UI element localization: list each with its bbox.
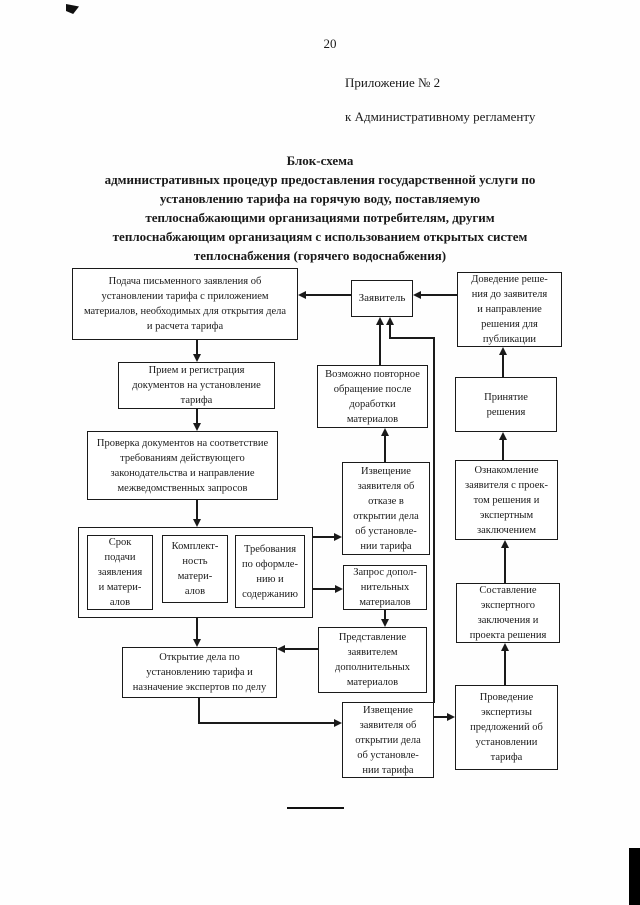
arrowhead-into-applicant-side bbox=[413, 291, 421, 299]
scan-bar-bottom-right bbox=[629, 848, 640, 905]
arrowhead-into-opening-notice bbox=[334, 719, 342, 727]
flow-box-case-opening: Открытие дела по установлению тарифа и н… bbox=[122, 647, 277, 698]
arrowhead-into-criteria bbox=[193, 519, 201, 527]
connector-conclusion-review bbox=[504, 547, 506, 583]
arrowhead-into-case-opening-right bbox=[277, 645, 285, 653]
flow-box-criteria-requirements: Требования по оформле- нию и содержанию bbox=[235, 535, 305, 608]
connector-channel-bend bbox=[390, 337, 435, 339]
annex-target-label: к Административному регламенту bbox=[345, 109, 536, 124]
flow-box-applicant: Заявитель bbox=[351, 280, 413, 317]
arrowhead-into-additional-request bbox=[335, 585, 343, 593]
diagram-title: Блок-схема административных процедур пре… bbox=[104, 153, 536, 263]
connector-delivery-applicant bbox=[420, 294, 457, 296]
flow-box-reception: Прием и регистрация документов на устано… bbox=[118, 362, 275, 409]
connector-reception-verification bbox=[196, 409, 198, 424]
footer-rule bbox=[287, 807, 344, 809]
flow-box-expertise: Проведение экспертизы предложений об уст… bbox=[455, 685, 558, 770]
connector-expertise-conclusion bbox=[504, 650, 506, 685]
connector-channel-top bbox=[389, 324, 391, 339]
flow-box-decision-adoption: Принятие решения bbox=[455, 377, 557, 432]
arrowhead-into-reception bbox=[193, 354, 201, 362]
connector-criteria-additional-request bbox=[313, 588, 337, 590]
flow-box-additional-submission: Представление заявителем дополнительных … bbox=[318, 627, 427, 693]
arrowhead-into-expertise bbox=[447, 713, 455, 721]
arrowhead-into-additional-submission bbox=[381, 619, 389, 627]
flow-box-criteria-group bbox=[78, 527, 313, 618]
connector-review-adoption bbox=[502, 439, 504, 460]
connector-verification-criteria bbox=[196, 500, 198, 520]
connector-case-opening-down bbox=[198, 698, 200, 724]
arrowhead-into-case-opening bbox=[193, 639, 201, 647]
scan-artifact-top-left bbox=[66, 4, 79, 14]
flow-box-additional-request: Запрос допол- нительных материалов bbox=[343, 565, 427, 610]
arrowhead-into-submission bbox=[298, 291, 306, 299]
flow-box-refusal-notice: Извещение заявителя об отказе в открытии… bbox=[342, 462, 430, 555]
flow-box-criteria-completeness: Комплект- ность матери- алов bbox=[162, 535, 228, 603]
connector-applicant-submission bbox=[306, 294, 351, 296]
connector-submission-reception bbox=[196, 340, 198, 355]
flow-box-repeat-application: Возможно повторное обращение после дораб… bbox=[317, 365, 428, 428]
arrowhead-into-applicant-left bbox=[376, 317, 384, 325]
arrowhead-into-applicant-right bbox=[386, 317, 394, 325]
connector-criteria-refusal-notice bbox=[313, 536, 336, 538]
connector-adoption-delivery bbox=[502, 354, 504, 377]
arrowhead-into-refusal-notice bbox=[334, 533, 342, 541]
arrowhead-into-repeat-application bbox=[381, 428, 389, 436]
flow-box-criteria-deadline: Срок подачи заявления и матери- алов bbox=[87, 535, 153, 610]
arrowhead-into-verification bbox=[193, 423, 201, 431]
connector-repeat-applicant bbox=[379, 324, 381, 365]
arrowhead-into-expert-conclusion bbox=[501, 643, 509, 651]
flow-box-review-draft: Ознакомление заявителя с проек- том реше… bbox=[455, 460, 558, 540]
page-number: 20 bbox=[323, 36, 337, 51]
arrowhead-into-decision-delivery bbox=[499, 347, 507, 355]
flow-box-verification: Проверка документов на соответствие треб… bbox=[87, 431, 278, 500]
arrowhead-into-review-draft bbox=[501, 540, 509, 548]
flow-box-expert-conclusion: Составление экспертного заключения и про… bbox=[456, 583, 560, 643]
flow-box-decision-delivery: Доведение реше- ния до заявителя и напра… bbox=[457, 272, 562, 347]
arrowhead-into-decision-adoption bbox=[499, 432, 507, 440]
connector-case-opening-opening-notice bbox=[198, 722, 336, 724]
flow-box-opening-notice: Извещение заявителя об открытии дела об … bbox=[342, 702, 434, 778]
annex-label: Приложение № 2 bbox=[345, 75, 441, 90]
connector-opening-notice-expertise bbox=[434, 716, 448, 718]
connector-opening-notice-channel bbox=[433, 337, 435, 703]
connector-refusal-repeat bbox=[384, 435, 386, 462]
connector-additional-submission-case-opening bbox=[284, 648, 318, 650]
connector-criteria-case-opening bbox=[196, 618, 198, 640]
connector-request-submission bbox=[384, 610, 386, 620]
flow-box-submission: Подача письменного заявления об установл… bbox=[72, 268, 298, 340]
